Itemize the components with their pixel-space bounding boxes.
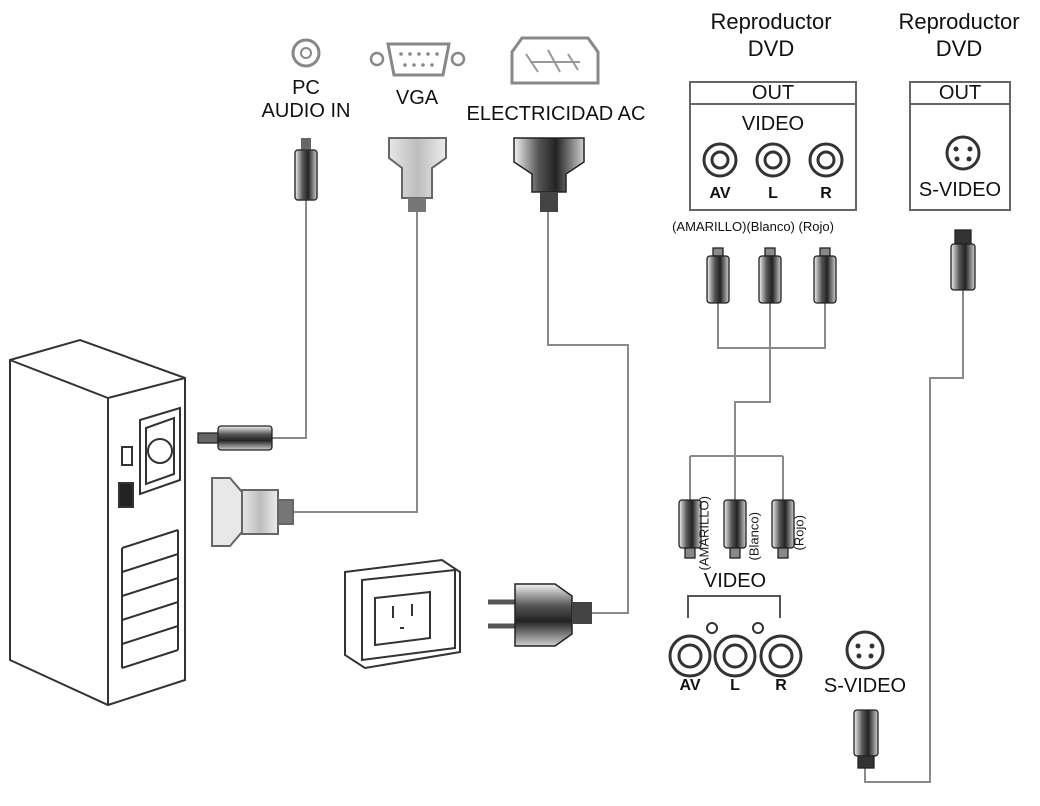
rca-cable-yellow-top xyxy=(717,303,826,349)
pc-audio-plug xyxy=(197,425,273,451)
wall-outlet-icon xyxy=(344,558,461,670)
pc-vga-plug xyxy=(211,477,294,547)
in-l-label: L xyxy=(730,677,740,694)
audio-cable xyxy=(272,200,307,439)
power-plug-wall xyxy=(488,583,592,647)
pc-tower-icon xyxy=(9,338,186,707)
pc-label: PC xyxy=(292,77,320,99)
power-cable xyxy=(547,212,629,614)
dvd-right-title-line2: DVD xyxy=(935,36,983,61)
audio-plug-icon xyxy=(294,138,318,201)
dvd-left-title-line2: DVD xyxy=(747,36,795,61)
dvd-left-title-line1: Reproductor xyxy=(710,9,832,34)
video-bracket xyxy=(687,595,781,618)
rca-input-jacks xyxy=(668,622,803,678)
electricity-label: ELECTRICIDAD AC xyxy=(466,103,646,125)
dvd-right-out-label: OUT xyxy=(938,82,982,104)
vga-cable xyxy=(293,212,418,513)
vga-port-icon xyxy=(369,42,466,77)
out-av-label: AV xyxy=(709,185,731,202)
out-r-label: R xyxy=(820,185,832,202)
rca-plug-icon xyxy=(706,247,837,304)
dvd-left-out-label: OUT xyxy=(751,82,795,104)
svideo-plug-bottom xyxy=(853,709,879,769)
in-av-label: AV xyxy=(679,677,701,694)
svideo-plug-icon xyxy=(950,229,976,291)
rca-cable-bundle xyxy=(734,348,771,456)
dvd-right-title-line1: Reproductor xyxy=(898,9,1020,34)
ac-socket-icon xyxy=(510,36,600,85)
rca-cable-split xyxy=(689,455,784,500)
rca-plug-bottom xyxy=(678,499,795,559)
rca-out-jacks xyxy=(702,142,844,178)
svideo-input-icon xyxy=(845,630,885,670)
svideo-cable xyxy=(864,290,964,783)
audio-jack-icon xyxy=(291,38,321,68)
video-input-label: VIDEO xyxy=(703,570,767,592)
in-r-label: R xyxy=(775,677,787,694)
dvd-right-svideo-label: S-VIDEO xyxy=(918,179,1002,201)
audio-in-label: AUDIO IN xyxy=(261,100,351,122)
vga-plug-icon xyxy=(388,137,447,212)
cable-colors-label: (AMARILLO)(Blanco) (Rojo) xyxy=(672,219,834,234)
out-l-label: L xyxy=(768,185,778,202)
dvd-left-video-label: VIDEO xyxy=(741,113,805,135)
vga-label: VGA xyxy=(395,87,439,109)
power-plug-icon xyxy=(513,137,585,212)
svideo-input-label: S-VIDEO xyxy=(823,675,907,697)
cables xyxy=(272,200,964,783)
amarillo-rotated-label: (AMARILLO) xyxy=(696,496,712,571)
rojo-rotated-label: (Rojo) xyxy=(791,515,807,551)
svideo-out-icon xyxy=(945,135,981,171)
blanco-rotated-label: (Blanco) xyxy=(746,512,762,561)
